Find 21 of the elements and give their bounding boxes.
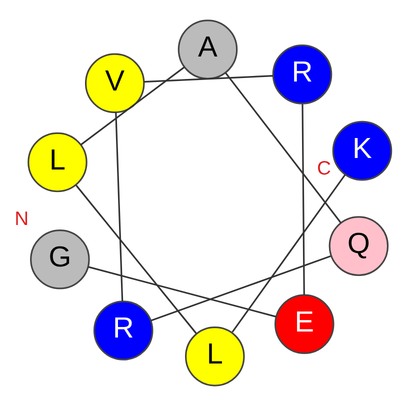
- connector: [232, 174, 346, 332]
- node-circle: L: [185, 326, 245, 386]
- connector: [76, 184, 197, 334]
- connector: [80, 66, 185, 145]
- node-circle: G: [30, 229, 90, 289]
- node-circle: R: [93, 300, 154, 360]
- connector: [224, 72, 342, 223]
- node-circle: Q: [328, 216, 389, 276]
- node-circle: A: [178, 19, 238, 79]
- connector: [115, 112, 124, 301]
- connector: [88, 266, 276, 317]
- node-circle: K: [332, 120, 392, 180]
- node-circle: L: [28, 132, 88, 192]
- connector: [150, 254, 331, 321]
- node-circle: R: [272, 44, 332, 104]
- node-circle: E: [274, 294, 334, 354]
- node-label: C: [316, 156, 331, 179]
- node-label: N: [14, 207, 29, 230]
- connector: [144, 74, 273, 82]
- connector: [302, 104, 305, 295]
- node-circle: V: [84, 52, 145, 113]
